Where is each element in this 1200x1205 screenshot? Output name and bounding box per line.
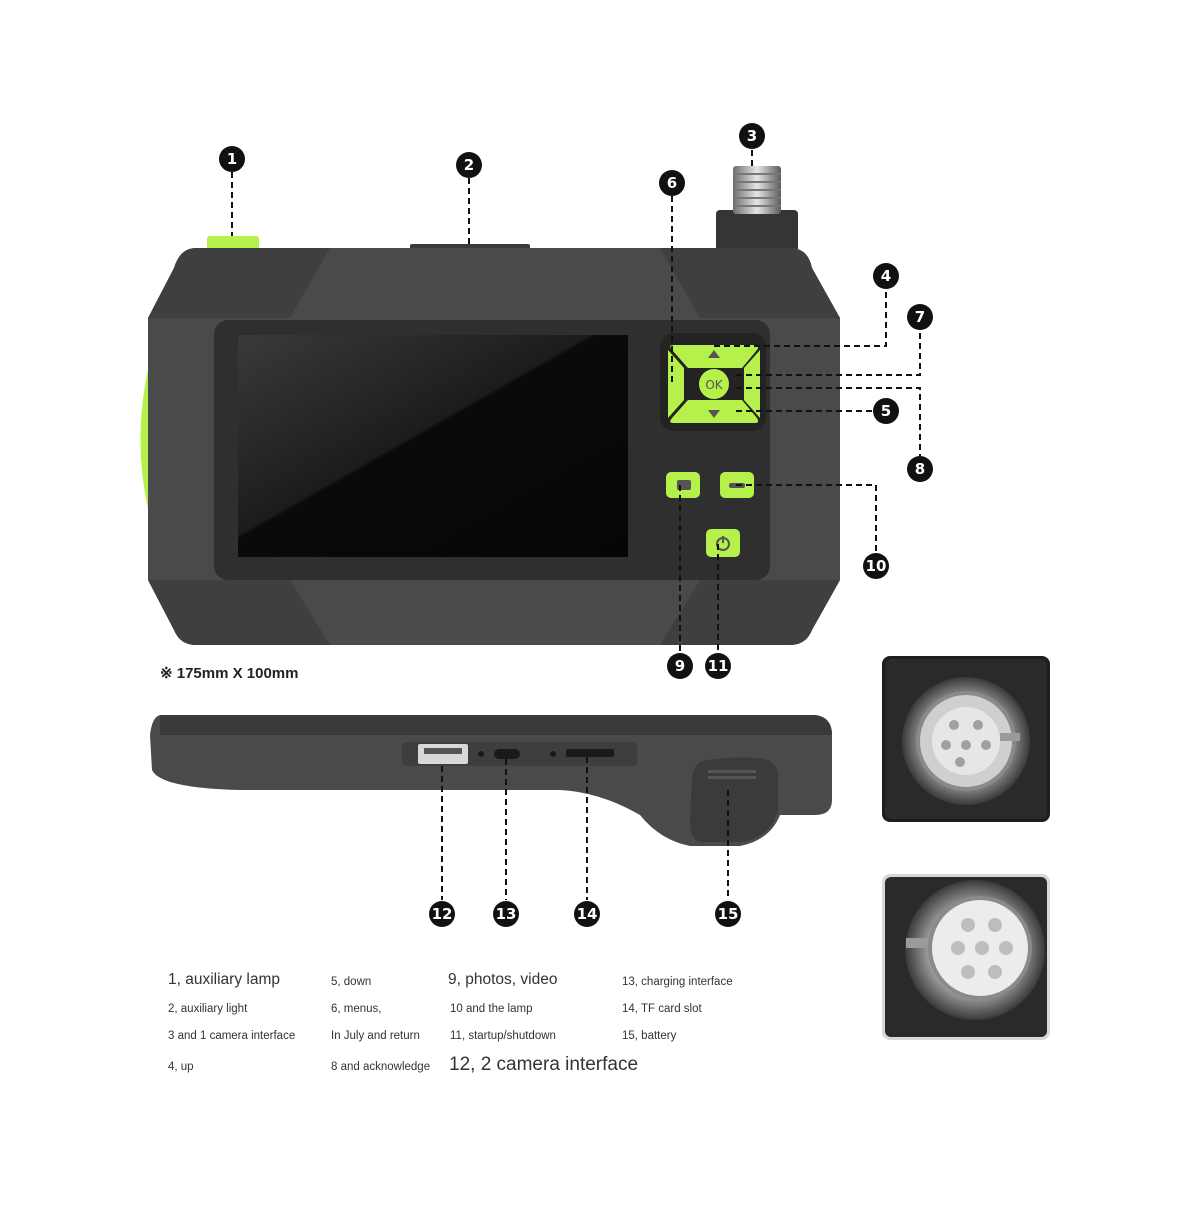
callout-12: 12 xyxy=(429,901,455,927)
svg-text:4: 4 xyxy=(881,267,891,285)
dimensions-note: ※ 175mm X 100mm xyxy=(160,665,299,682)
callout-11: 11 xyxy=(705,653,731,679)
legend-item-7: In July and return xyxy=(331,1030,420,1042)
svg-text:6: 6 xyxy=(667,174,677,192)
callout-5: 5 xyxy=(873,398,899,424)
svg-text:11: 11 xyxy=(708,657,729,675)
svg-text:5: 5 xyxy=(881,402,891,420)
legend-item-10: 10 and the lamp xyxy=(450,1003,533,1015)
ok-label: OK xyxy=(705,378,723,392)
svg-text:3: 3 xyxy=(747,127,757,145)
up-arrow-icon xyxy=(708,350,720,358)
display-screen xyxy=(238,335,628,557)
callout-13: 13 xyxy=(493,901,519,927)
legend-item-2: 2, auxiliary light xyxy=(168,1003,248,1015)
legend-item-6: 6, menus, xyxy=(331,1003,382,1015)
svg-text:1: 1 xyxy=(227,150,237,168)
legend-item-5: 5, down xyxy=(331,976,372,988)
callout-3: 3 xyxy=(739,123,765,149)
legend-item-9: 9, photos, video xyxy=(448,971,558,988)
ok-button xyxy=(699,369,729,399)
callout-8: 8 xyxy=(907,456,933,482)
camera-connector-base xyxy=(716,210,798,260)
legend-item-11: 11, startup/shutdown xyxy=(450,1030,556,1042)
device-front-view: OK xyxy=(140,166,841,645)
svg-text:9: 9 xyxy=(675,657,685,675)
legend-item-3: 3 and 1 camera interface xyxy=(168,1030,296,1042)
return-button xyxy=(744,350,760,418)
connector-photo-bottom xyxy=(882,874,1050,1040)
svg-text:8: 8 xyxy=(915,460,925,478)
device-side-view xyxy=(150,715,832,846)
callout-7: 7 xyxy=(907,304,933,330)
callout-14: 14 xyxy=(574,901,600,927)
callout-10: 10 xyxy=(863,553,889,579)
callout-15: 15 xyxy=(715,901,741,927)
legend-item-13: 13, charging interface xyxy=(622,976,733,988)
charging-port xyxy=(494,749,520,759)
legend-item-1: 1, auxiliary lamp xyxy=(168,971,280,988)
leader-lines xyxy=(231,150,921,900)
svg-text:14: 14 xyxy=(577,905,598,923)
svg-text:15: 15 xyxy=(718,905,739,923)
svg-text:12: 12 xyxy=(432,905,453,923)
tf-card-slot xyxy=(566,749,614,757)
callout-1: 1 xyxy=(219,146,245,172)
legend-item-4: 4, up xyxy=(168,1061,194,1073)
legend-item-8: 8 and acknowledge xyxy=(331,1061,431,1073)
side-body xyxy=(150,715,832,846)
svg-text:7: 7 xyxy=(915,308,925,326)
callout-9: 9 xyxy=(667,653,693,679)
legend-item-15: 15, battery xyxy=(622,1030,677,1042)
connector-photo-top xyxy=(882,656,1050,822)
down-arrow-icon xyxy=(708,410,720,418)
svg-text:13: 13 xyxy=(496,905,517,923)
callout-2: 2 xyxy=(456,152,482,178)
callout-markers: 1 2 3 6 4 7 5 8 10 9 11 12 13 14 15 xyxy=(219,123,933,927)
callout-6: 6 xyxy=(659,170,685,196)
svg-text:2: 2 xyxy=(464,156,474,174)
svg-text:10: 10 xyxy=(866,557,887,575)
legend-item-12: 12, 2 camera interface xyxy=(449,1054,639,1075)
callout-4: 4 xyxy=(873,263,899,289)
legend-item-14: 14, TF card slot xyxy=(622,1003,702,1015)
